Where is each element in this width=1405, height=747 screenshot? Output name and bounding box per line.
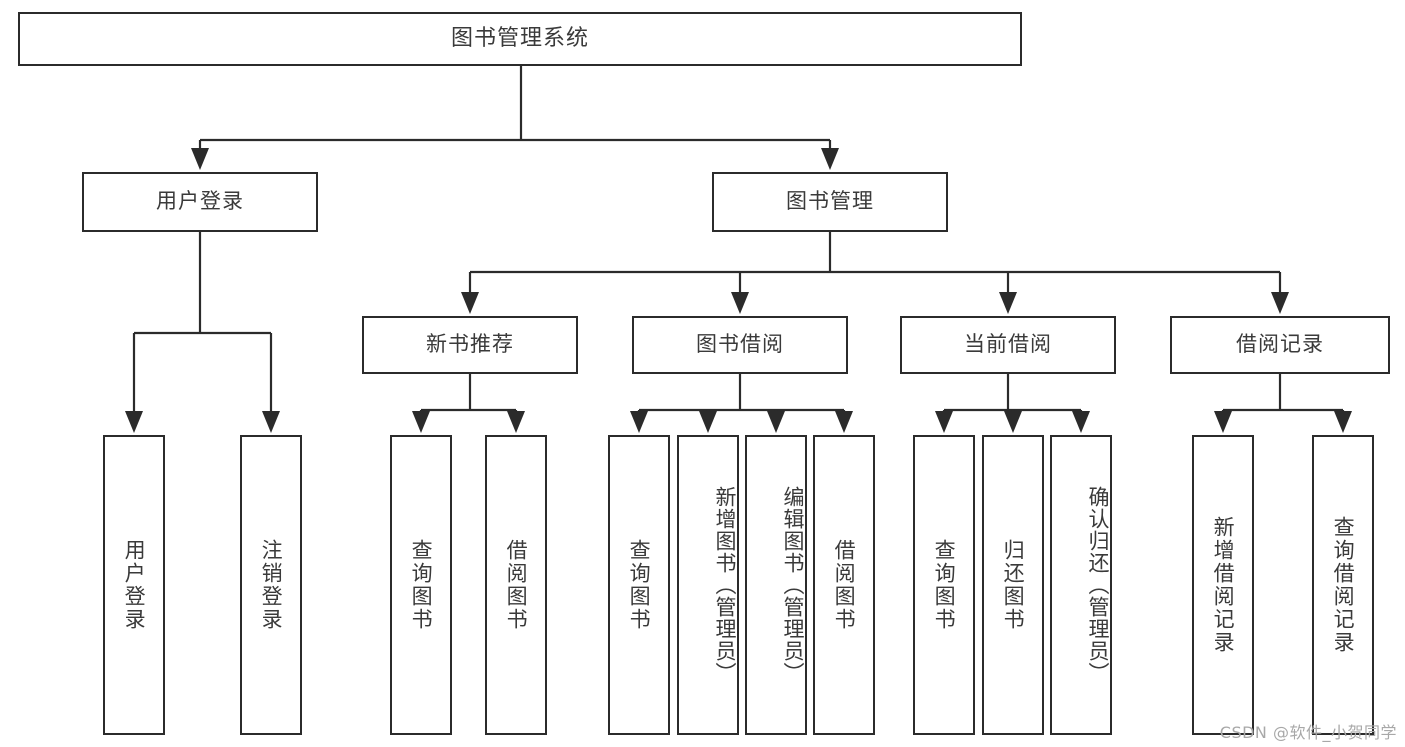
leaf-leaf-confirm-return[interactable]: 确认归还（管理员） <box>1050 435 1112 735</box>
leaf-leaf-borrow-book-2[interactable]: 借阅图书 <box>813 435 875 735</box>
leaf-leaf-logout-login[interactable]: 注销登录 <box>240 435 302 735</box>
arrow-head-icon <box>1214 411 1232 433</box>
node-label: 图书管理 <box>786 189 874 214</box>
arrow-head-icon <box>461 292 479 314</box>
node-label: 当前借阅 <box>964 332 1052 357</box>
leaf-label: 归还图书 <box>1001 539 1026 631</box>
leaf-label: 查询借阅记录 <box>1331 516 1356 654</box>
node-new-book-recommend[interactable]: 新书推荐 <box>362 316 578 374</box>
leaf-label: 新增借阅记录 <box>1211 516 1236 654</box>
arrow-head-icon <box>507 411 525 433</box>
leaf-label: 查询图书 <box>932 539 957 631</box>
arrow-head-icon <box>412 411 430 433</box>
node-label: 借阅记录 <box>1236 332 1324 357</box>
leaf-label: 确认归还（管理员） <box>1086 486 1110 684</box>
node-root[interactable]: 图书管理系统 <box>18 12 1022 66</box>
leaf-label: 注销登录 <box>259 539 284 631</box>
watermark-text: CSDN @软件_小贺同学 <box>1219 723 1397 742</box>
node-book-manage[interactable]: 图书管理 <box>712 172 948 232</box>
node-current-borrow[interactable]: 当前借阅 <box>900 316 1116 374</box>
node-user-login[interactable]: 用户登录 <box>82 172 318 232</box>
arrow-head-icon <box>935 411 953 433</box>
leaf-label: 编辑图书（管理员） <box>781 486 805 684</box>
leaf-leaf-add-book[interactable]: 新增图书（管理员） <box>677 435 739 735</box>
arrow-head-icon <box>731 292 749 314</box>
node-label: 用户登录 <box>156 189 244 214</box>
arrow-head-icon <box>1334 411 1352 433</box>
arrow-head-icon <box>1072 411 1090 433</box>
arrow-head-icon <box>1271 292 1289 314</box>
leaf-label: 借阅图书 <box>832 539 857 631</box>
arrow-head-icon <box>191 148 209 170</box>
leaf-leaf-return-book[interactable]: 归还图书 <box>982 435 1044 735</box>
leaf-label: 查询图书 <box>627 539 652 631</box>
leaf-leaf-borrow-book-1[interactable]: 借阅图书 <box>485 435 547 735</box>
leaf-label: 查询图书 <box>409 539 434 631</box>
arrow-head-icon <box>821 148 839 170</box>
leaf-leaf-query-record[interactable]: 查询借阅记录 <box>1312 435 1374 735</box>
leaf-label: 用户登录 <box>122 539 147 631</box>
node-borrow-record[interactable]: 借阅记录 <box>1170 316 1390 374</box>
leaf-leaf-edit-book[interactable]: 编辑图书（管理员） <box>745 435 807 735</box>
leaf-leaf-query-book-1[interactable]: 查询图书 <box>390 435 452 735</box>
arrow-head-icon <box>1004 411 1022 433</box>
arrow-head-icon <box>125 411 143 433</box>
leaf-leaf-query-book-2[interactable]: 查询图书 <box>608 435 670 735</box>
leaf-leaf-add-record[interactable]: 新增借阅记录 <box>1192 435 1254 735</box>
leaf-leaf-query-book-3[interactable]: 查询图书 <box>913 435 975 735</box>
node-root-label: 图书管理系统 <box>450 25 589 51</box>
leaf-leaf-user-login[interactable]: 用户登录 <box>103 435 165 735</box>
node-book-borrow[interactable]: 图书借阅 <box>632 316 848 374</box>
arrow-head-icon <box>999 292 1017 314</box>
leaf-label: 借阅图书 <box>504 539 529 631</box>
arrow-head-icon <box>767 411 785 433</box>
node-label: 图书借阅 <box>696 332 784 357</box>
arrow-head-icon <box>699 411 717 433</box>
arrow-head-icon <box>630 411 648 433</box>
leaf-label: 新增图书（管理员） <box>713 486 737 684</box>
arrow-head-icon <box>262 411 280 433</box>
arrow-head-icon <box>835 411 853 433</box>
node-label: 新书推荐 <box>426 332 514 357</box>
